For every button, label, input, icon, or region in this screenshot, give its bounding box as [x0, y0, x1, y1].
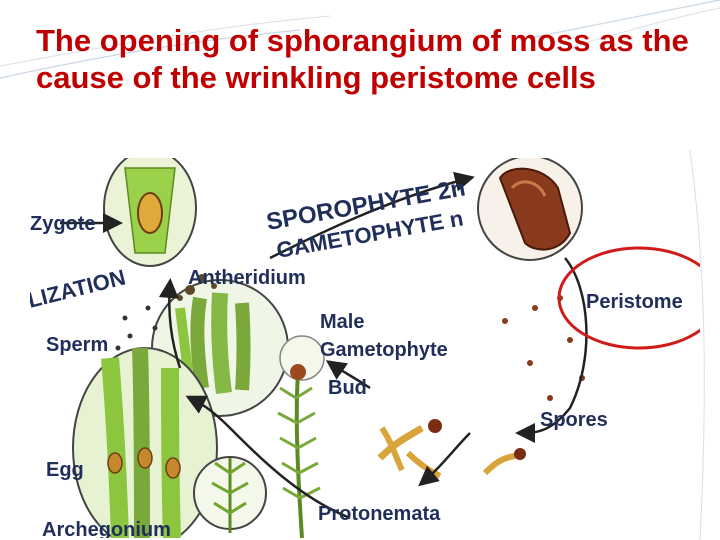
male-gametophyte-label-line1: Male: [320, 311, 364, 333]
male-gametophyte-label-line2: Gametophyte: [320, 339, 448, 361]
archegonium-illustration: [72, 347, 218, 538]
spore-dots: [502, 295, 585, 401]
moss-life-cycle-diagram: Zygote SPOROPHYTE 2n GAMETOPHYTE n LIZAT…: [30, 158, 700, 538]
sperm-label: Sperm: [46, 334, 108, 356]
zygote-illustration: [103, 158, 197, 267]
fertilization-label: LIZATION: [30, 264, 128, 312]
protonemata-illustration: [377, 419, 526, 479]
slide-title: The opening of sphorangium of moss as th…: [36, 23, 689, 95]
protonemata-label: Protonemata: [318, 503, 441, 525]
female-gametophyte-illustration: [193, 456, 267, 533]
egg-label: Egg: [46, 459, 84, 481]
male-gametophyte-illustration: [277, 335, 325, 538]
cycle-arrows: [60, 171, 588, 520]
antheridium-label: Antheridium: [188, 267, 306, 289]
peristome-highlight-circle: [557, 246, 700, 350]
bud-label: Bud: [328, 377, 367, 399]
sperm-dots: [115, 305, 158, 351]
capsule-illustration: [477, 158, 583, 261]
peristome-label: Peristome: [586, 291, 683, 313]
archegonium-label: Archegonium: [42, 519, 171, 538]
zygote-label: Zygote: [30, 213, 96, 235]
spores-label: Spores: [540, 409, 608, 431]
